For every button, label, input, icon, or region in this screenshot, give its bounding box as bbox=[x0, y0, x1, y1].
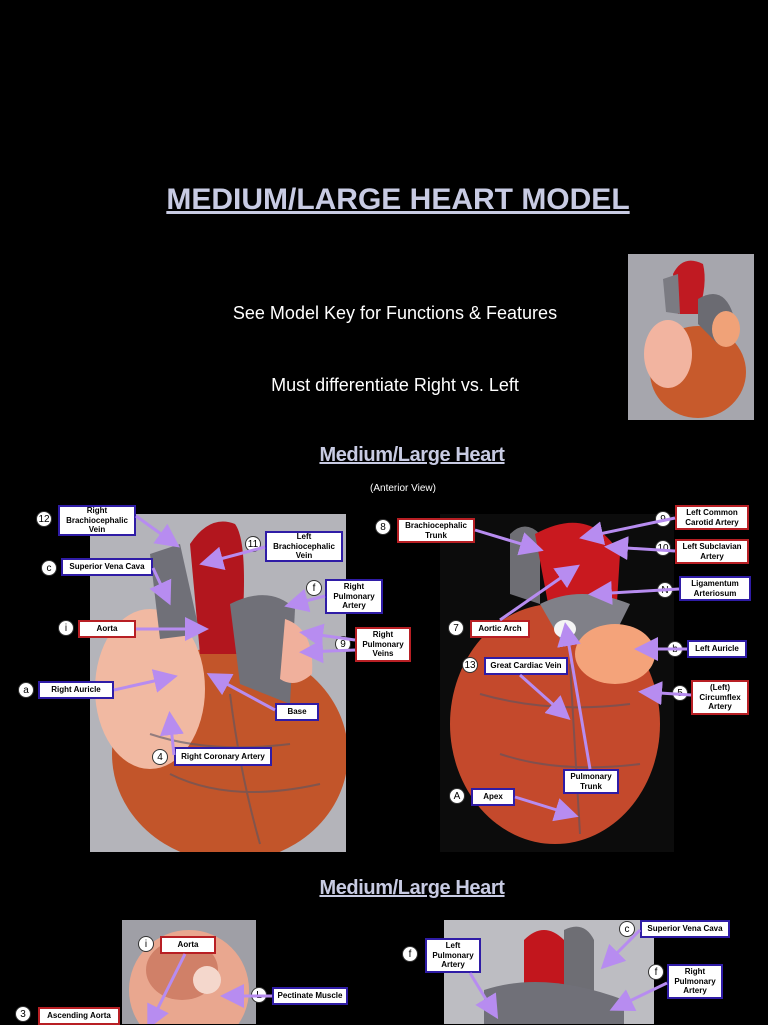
label-right-pulmonary-artery: Right Pulmonary Artery bbox=[325, 579, 383, 614]
label-base: Base bbox=[275, 703, 319, 721]
badge-f-bottom-1: f bbox=[402, 946, 418, 962]
badge-9: 9 bbox=[335, 636, 351, 652]
badge-c: c bbox=[41, 560, 57, 576]
heart-model-thumbnail bbox=[628, 254, 754, 420]
badge-c-bottom: c bbox=[619, 921, 635, 937]
subtitle-differentiate: Must differentiate Right vs. Left bbox=[271, 375, 519, 395]
label-left-subclavian-artery: Left Subclavian Artery bbox=[675, 539, 749, 564]
label-aortic-arch: Aortic Arch bbox=[470, 620, 530, 638]
badge-i: i bbox=[58, 620, 74, 636]
badge-7: 7 bbox=[448, 620, 464, 636]
label-right-coronary-artery: Right Coronary Artery bbox=[174, 747, 272, 766]
section-heading-1: Medium/Large Heart bbox=[319, 444, 505, 466]
label-circumflex-artery: (Left) Circumflex Artery bbox=[691, 680, 749, 715]
label-superior-vena-cava-bottom: Superior Vena Cava bbox=[640, 920, 730, 938]
badge-a: a bbox=[18, 682, 34, 698]
label-right-brachiocephalic-vein: Right Brachiocephalic Vein bbox=[58, 505, 136, 536]
label-aorta: Aorta bbox=[78, 620, 136, 638]
label-pulmonary-trunk: Pulmonary Trunk bbox=[563, 769, 619, 794]
badge-L: L bbox=[251, 987, 267, 1003]
badge-4: 4 bbox=[152, 749, 168, 765]
label-superior-vena-cava: Superior Vena Cava bbox=[61, 558, 153, 576]
subtitle-model-key: See Model Key for Functions & Features bbox=[232, 303, 558, 323]
label-right-pulmonary-artery-bottom: Right Pulmonary Artery bbox=[667, 964, 723, 999]
badge-12: 12 bbox=[36, 511, 52, 527]
badge-N: N bbox=[657, 582, 673, 598]
page-title: MEDIUM/LARGE HEART MODEL bbox=[166, 183, 630, 216]
label-apex: Apex bbox=[471, 788, 515, 806]
badge-i-bottom: i bbox=[138, 936, 154, 952]
badge-3: 3 bbox=[15, 1006, 31, 1022]
section-heading-2: Medium/Large Heart bbox=[319, 877, 505, 899]
label-aorta-bottom: Aorta bbox=[160, 936, 216, 954]
badge-f-bottom-2: f bbox=[648, 964, 664, 980]
label-brachiocephalic-trunk: Brachiocephalic Trunk bbox=[397, 518, 475, 543]
badge-9-right: 9 bbox=[655, 511, 671, 527]
label-ascending-aorta: Ascending Aorta bbox=[38, 1007, 120, 1025]
badge-10: 10 bbox=[655, 540, 671, 556]
label-right-auricle: Right Auricle bbox=[38, 681, 114, 699]
badge-8: 8 bbox=[375, 519, 391, 535]
badge-13: 13 bbox=[462, 657, 478, 673]
badge-5: 5 bbox=[672, 685, 688, 701]
label-right-pulmonary-veins: Right Pulmonary Veins bbox=[355, 627, 411, 662]
label-left-auricle: Left Auricle bbox=[687, 640, 747, 658]
label-left-common-carotid-artery: Left Common Carotid Artery bbox=[675, 505, 749, 530]
label-left-brachiocephalic-vein: Left Brachiocephalic Vein bbox=[265, 531, 343, 562]
anterior-view-caption: (Anterior View) bbox=[370, 483, 436, 494]
label-left-pulmonary-artery: Left Pulmonary Artery bbox=[425, 938, 481, 973]
label-pectinate-muscle: Pectinate Muscle bbox=[272, 987, 348, 1005]
label-ligamentum-arteriosum: Ligamentum Arteriosum bbox=[679, 576, 751, 601]
label-great-cardiac-vein: Great Cardiac Vein bbox=[484, 657, 568, 675]
badge-f: f bbox=[306, 580, 322, 596]
badge-A: A bbox=[449, 788, 465, 804]
badge-b: b bbox=[667, 641, 683, 657]
badge-11: 11 bbox=[245, 536, 261, 552]
